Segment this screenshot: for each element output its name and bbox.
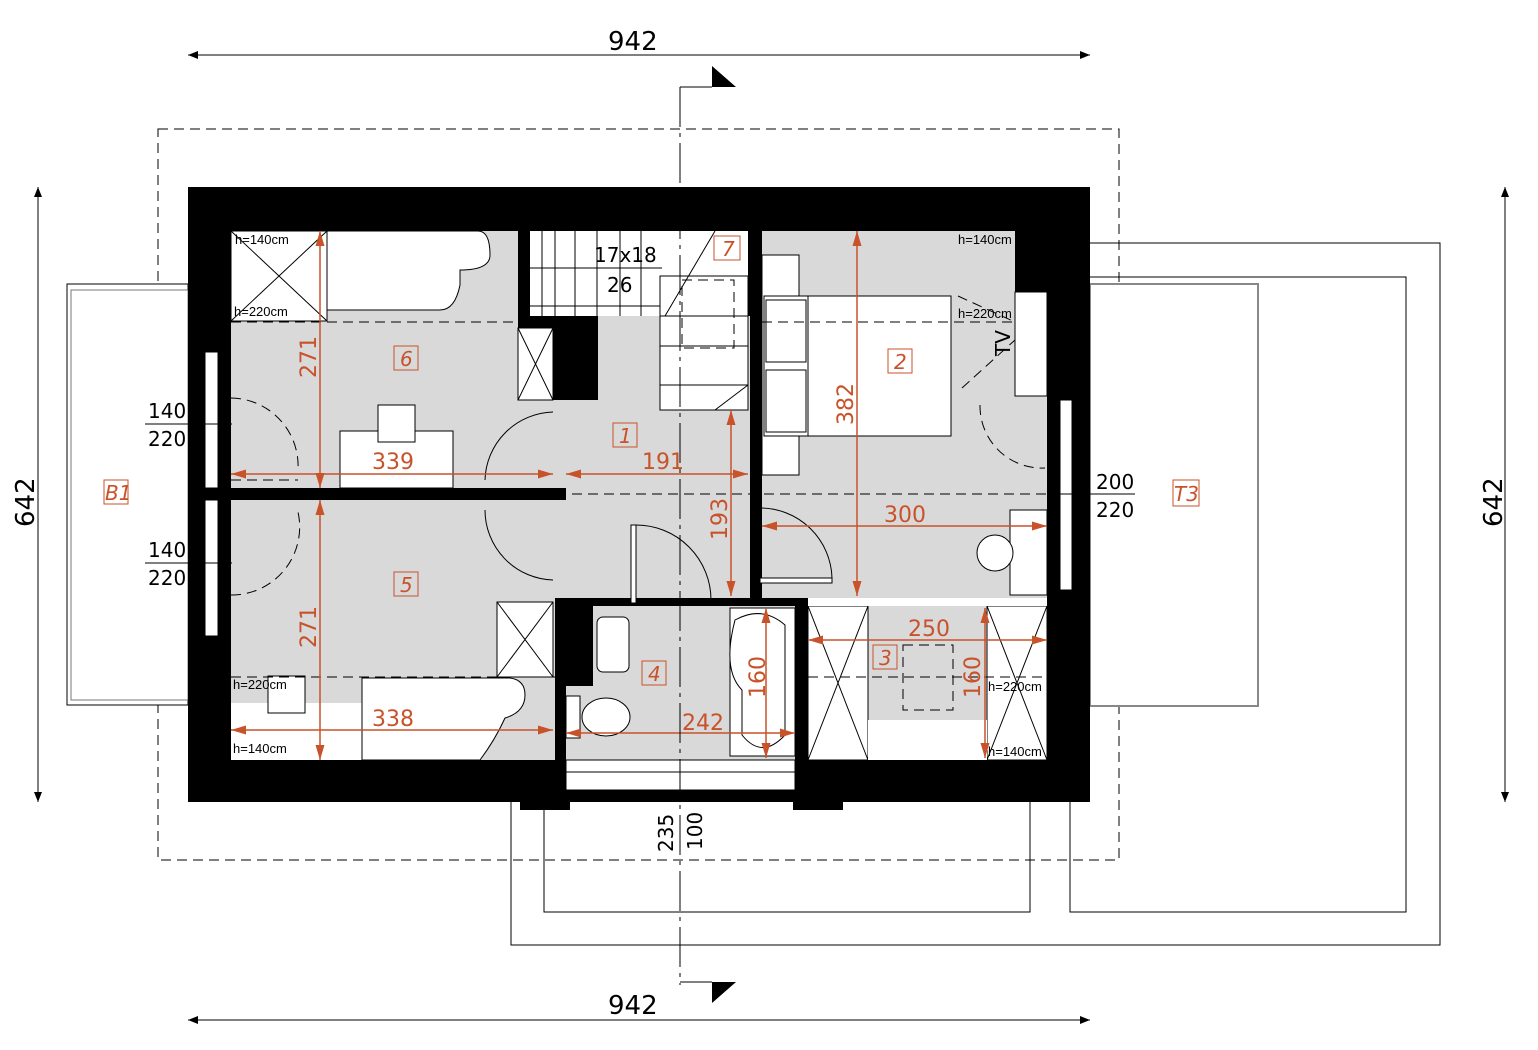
svg-text:140: 140: [148, 399, 186, 423]
width-bottom: 942: [608, 991, 658, 1021]
svg-text:235: 235: [654, 814, 678, 852]
svg-text:100: 100: [683, 812, 707, 850]
balcony-label: B1: [105, 481, 131, 505]
room-2-label: 2: [894, 350, 907, 374]
stairs-count: 26: [607, 273, 632, 297]
room-dimensions: 271 339 191 193 382 300 271 338 242 160 …: [231, 231, 1047, 760]
room-7-label: 7: [722, 237, 735, 261]
svg-text:220: 220: [1096, 498, 1134, 522]
svg-text:191: 191: [642, 450, 684, 475]
depth-left: 642: [11, 477, 41, 527]
roof-outline: [157, 128, 1120, 861]
svg-text:h=220cm: h=220cm: [234, 304, 288, 319]
svg-text:271: 271: [297, 606, 322, 648]
section-marker: [188, 66, 1135, 1003]
width-top: 942: [608, 27, 658, 57]
svg-text:140: 140: [148, 538, 186, 562]
svg-text:220: 220: [148, 427, 186, 451]
svg-text:300: 300: [884, 503, 926, 528]
svg-text:271: 271: [297, 336, 322, 378]
svg-text:250: 250: [908, 617, 950, 642]
svg-text:242: 242: [682, 711, 724, 736]
room-5-label: 5: [400, 573, 413, 597]
room-6-label: 6: [400, 347, 413, 371]
svg-text:h=140cm: h=140cm: [988, 744, 1042, 759]
svg-text:h=220cm: h=220cm: [988, 679, 1042, 694]
svg-text:220: 220: [148, 566, 186, 590]
svg-text:338: 338: [372, 707, 414, 732]
svg-text:h=220cm: h=220cm: [233, 677, 287, 692]
room-3-label: 3: [879, 646, 892, 670]
overall-dimensions: 942 942 642 642: [11, 27, 1509, 1024]
tv-label: TV: [991, 330, 1015, 357]
ceiling-heights: h=140cm h=220cm h=140cm h=220cm h=220cm …: [233, 232, 1042, 759]
svg-text:200: 200: [1096, 470, 1134, 494]
svg-text:160: 160: [746, 656, 771, 698]
svg-text:193: 193: [708, 498, 733, 540]
svg-text:h=140cm: h=140cm: [958, 232, 1012, 247]
room-1-label: 1: [619, 424, 632, 448]
svg-text:382: 382: [834, 383, 859, 425]
terrace-t3: T3: [1089, 283, 1259, 707]
porch-outline: [543, 799, 1031, 913]
balcony-b1: B1: [66, 283, 189, 706]
terrace-label: T3: [1174, 482, 1199, 506]
svg-text:h=140cm: h=140cm: [235, 232, 289, 247]
svg-text:339: 339: [372, 450, 414, 475]
svg-text:h=220cm: h=220cm: [958, 306, 1012, 321]
room-labels: 6 1 2 5 4 3: [393, 345, 913, 686]
svg-text:160: 160: [961, 656, 986, 698]
svg-text:h=140cm: h=140cm: [233, 741, 287, 756]
stairs-steps: 17x18: [594, 243, 657, 267]
room-4-label: 4: [648, 662, 661, 686]
depth-right: 642: [1479, 477, 1509, 527]
